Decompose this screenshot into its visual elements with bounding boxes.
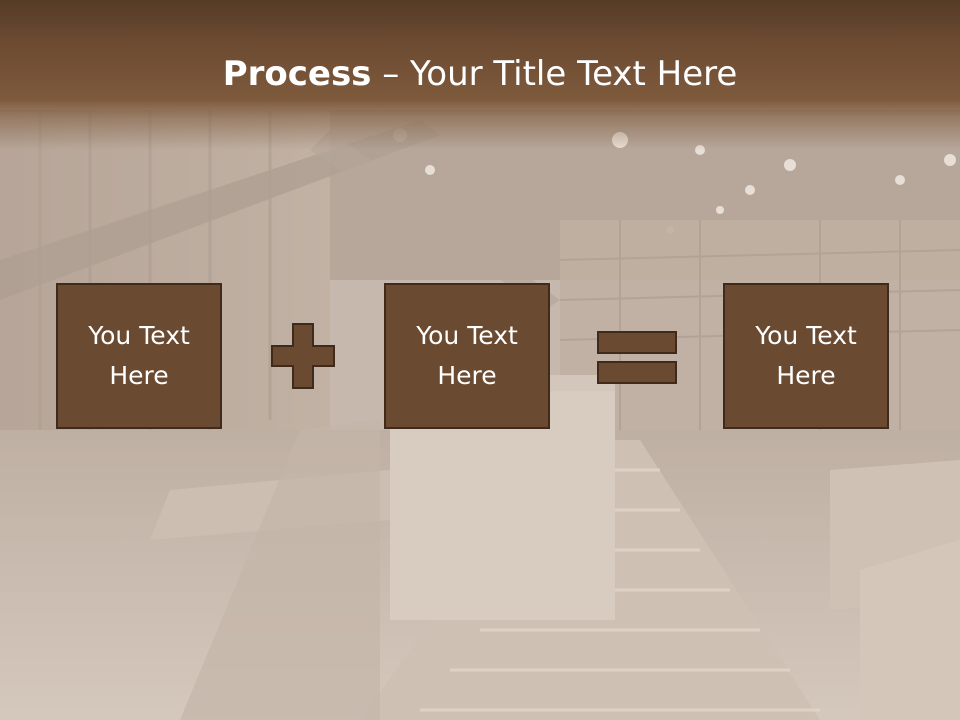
equals-icon [597, 331, 677, 384]
text-box-3[interactable]: You Text Here [723, 283, 889, 429]
title-bar [0, 0, 960, 150]
text-box-1[interactable]: You Text Here [56, 283, 222, 429]
text-box-2[interactable]: You Text Here [384, 283, 550, 429]
text-box-1-label: You Text Here [88, 321, 190, 390]
plus-icon [271, 323, 335, 389]
text-box-3-label: You Text Here [755, 321, 857, 390]
title-rest: – Your Title Text Here [371, 54, 738, 94]
slide-title: Process – Your Title Text Here [0, 52, 960, 96]
text-box-2-label: You Text Here [416, 321, 518, 390]
title-bold-word: Process [222, 54, 372, 94]
